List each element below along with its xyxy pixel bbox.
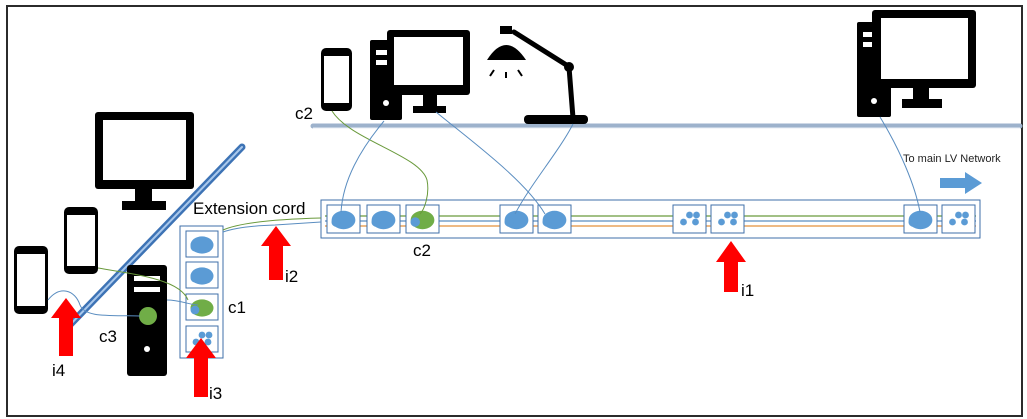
monitor-icon xyxy=(387,30,470,113)
outlet-socket xyxy=(185,230,219,258)
outlet-socket xyxy=(941,204,976,234)
outlet-socket xyxy=(405,204,440,234)
outlet-socket xyxy=(903,204,938,234)
label-c1: c1 xyxy=(228,298,246,317)
wiring xyxy=(47,110,921,317)
desktop-tower-icon xyxy=(127,265,167,376)
smartphone-icon xyxy=(64,207,98,274)
smartphone-icon xyxy=(321,48,352,111)
monitor-icon xyxy=(872,10,976,108)
smartphone-icon xyxy=(14,246,48,314)
outlet-socket xyxy=(185,293,219,321)
room-divider-line xyxy=(310,123,1023,129)
label-c2-top: c2 xyxy=(295,104,313,123)
diagram-frame xyxy=(6,5,1023,417)
current-arrow-i3 xyxy=(186,338,216,397)
outlet-socket xyxy=(185,261,219,289)
label-extension-cord: Extension cord xyxy=(193,199,305,218)
label-c2-bottom: c2 xyxy=(413,241,431,260)
current-arrow-i4 xyxy=(51,298,81,356)
label-c3: c3 xyxy=(99,327,117,346)
extension-cord-strip xyxy=(179,225,224,359)
label-i3: i3 xyxy=(209,384,222,403)
label-i2: i2 xyxy=(285,267,298,286)
label-i4: i4 xyxy=(52,361,65,380)
desk-lamp-icon xyxy=(487,26,588,124)
outlet-socket xyxy=(499,204,534,234)
current-arrow-i2 xyxy=(261,226,291,280)
outlet-socket xyxy=(672,204,707,234)
power-strip-icon xyxy=(320,199,981,239)
outlet-socket xyxy=(537,204,572,234)
label-to-main: To main LV Network xyxy=(903,153,1001,165)
plugged-socket-marker xyxy=(139,307,157,325)
outlet-socket xyxy=(710,204,745,234)
outlet-socket xyxy=(326,204,361,234)
label-i1: i1 xyxy=(741,281,754,300)
monitor-icon xyxy=(95,112,194,210)
flow-arrow-icon xyxy=(940,172,982,194)
current-arrow-i1 xyxy=(716,241,746,292)
outlet-socket xyxy=(366,204,401,234)
